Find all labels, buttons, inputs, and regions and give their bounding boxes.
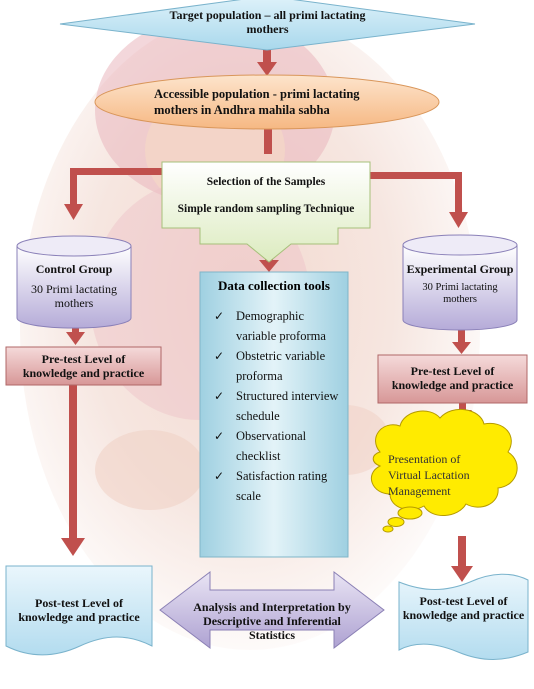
- posttest-left-line2: knowledge and practice: [6, 610, 152, 624]
- selection-title: Selection of the Samples: [162, 175, 370, 189]
- arrow-branch-right-vertical: [455, 172, 462, 214]
- posttest-right-line1: Post-test Level of: [399, 594, 528, 608]
- checkmark-icon: ✓: [214, 426, 224, 446]
- selection-technique: Simple random sampling Technique: [162, 202, 370, 216]
- data-collection-title: Data collection tools: [200, 278, 348, 294]
- checkmark-icon: ✓: [214, 466, 224, 486]
- checkmark-icon: ✓: [214, 306, 224, 326]
- intervention-line3: Management: [388, 483, 508, 499]
- checkmark-icon: ✓: [214, 346, 224, 366]
- intervention-text: Presentation of Virtual Lactation Manage…: [388, 451, 508, 499]
- pretest-right-line1: Pre-test Level of: [378, 364, 527, 378]
- accessible-population-text: Accessible population - primi lactating …: [120, 86, 434, 118]
- posttest-right-line2: knowledge and practice: [399, 608, 528, 622]
- analysis-text: Analysis and Interpretation by Descripti…: [180, 600, 364, 642]
- arrow-branch-left-horizontal: [70, 168, 166, 175]
- checkmark-icon: ✓: [214, 386, 224, 406]
- accessible-population-line2: mothers in Andhra mahila sabha: [154, 102, 434, 118]
- experimental-group-description: 30 Primi lactating mothers: [403, 282, 517, 306]
- control-group-description: 30 Primi lactating mothers: [17, 282, 131, 310]
- pretest-left-line1: Pre-test Level of: [6, 352, 161, 366]
- intervention-line2: Virtual Lactation: [388, 467, 508, 483]
- posttest-left-text: Post-test Level of knowledge and practic…: [6, 596, 152, 624]
- control-group-line1: 30 Primi lactating: [17, 282, 131, 296]
- arrow-intervention-to-posttest-right: [458, 536, 466, 568]
- analysis-line3: Statistics: [180, 628, 364, 642]
- pretest-right-line2: knowledge and practice: [378, 378, 527, 392]
- posttest-right-text: Post-test Level of knowledge and practic…: [399, 594, 528, 622]
- posttest-left-line1: Post-test Level of: [6, 596, 152, 610]
- analysis-line1: Analysis and Interpretation by: [180, 600, 364, 614]
- target-population-line1: Target population – all primi lactating: [120, 8, 415, 22]
- arrow-branch-left-vertical: [70, 168, 77, 206]
- pretest-left-text: Pre-test Level of knowledge and practice: [6, 352, 161, 380]
- accessible-population-line1: Accessible population - primi lactating: [154, 86, 434, 102]
- intervention-line1: Presentation of: [388, 451, 508, 467]
- control-group-line2: mothers: [17, 296, 131, 310]
- arrow-pretest-to-posttest-left: [69, 385, 77, 540]
- analysis-line2: Descriptive and Inferential: [180, 614, 364, 628]
- control-group-title: Control Group: [17, 262, 131, 277]
- experimental-group-title: Experimental Group: [403, 262, 517, 277]
- pretest-left-line2: knowledge and practice: [6, 366, 161, 380]
- pretest-right-text: Pre-test Level of knowledge and practice: [378, 364, 527, 392]
- arrow-branch-right-horizontal: [368, 172, 462, 179]
- target-population-text: Target population – all primi lactating …: [120, 8, 415, 36]
- target-population-line2: mothers: [120, 22, 415, 36]
- experimental-group-line2: mothers: [403, 294, 517, 306]
- experimental-group-line1: 30 Primi lactating: [403, 282, 517, 294]
- arrow-accessible-to-selection: [264, 126, 272, 154]
- arrow-experimental-to-pretest: [458, 330, 465, 344]
